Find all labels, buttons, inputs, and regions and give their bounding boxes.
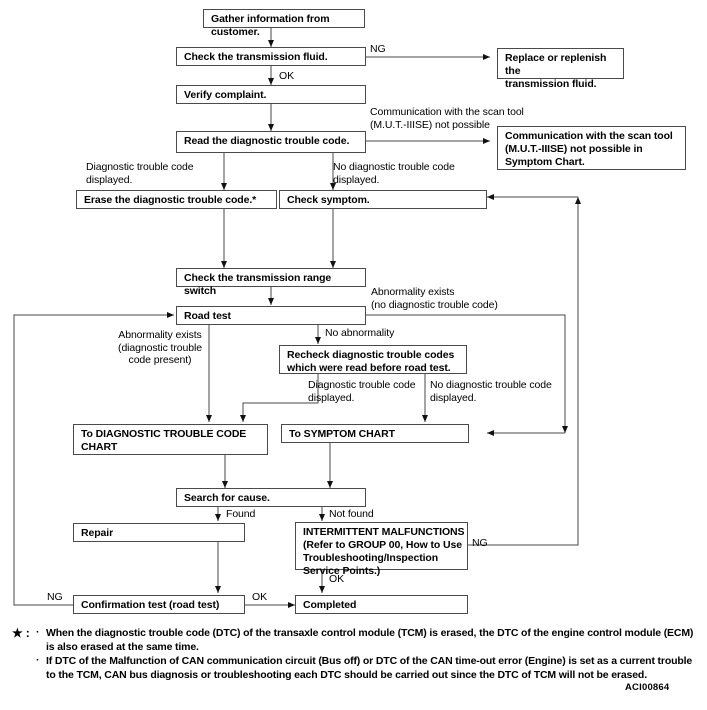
edge-label-ok-fluid: OK [279, 70, 294, 82]
node-communication-not-possible[interactable]: Communication with the scan tool (M.U.T.… [497, 126, 686, 170]
edge-label-abnormality-with-dtc: Abnormality exists (diagnostic trouble c… [118, 329, 202, 366]
node-check-transmission-range-switch[interactable]: Check the transmission range switch [176, 268, 366, 297]
node-read-diagnostic-trouble-code[interactable]: Read the diagnostic trouble code. [176, 131, 366, 153]
edge-label-ng-intermittent: NG [472, 537, 488, 549]
node-search-for-cause[interactable]: Search for cause. [176, 488, 366, 507]
edge-label-ok-intermittent: OK [329, 573, 344, 585]
node-verify-complaint[interactable]: Verify complaint. [176, 85, 366, 104]
node-intermittent-malfunctions[interactable]: INTERMITTENT MALFUNCTIONS (Refer to GROU… [295, 522, 468, 577]
edge-label-found: Found [226, 508, 256, 520]
footnote-item: · When the diagnostic trouble code (DTC)… [36, 626, 700, 654]
footnote-item-text: When the diagnostic trouble code (DTC) o… [46, 627, 694, 653]
node-recheck-diagnostic-trouble-codes[interactable]: Recheck diagnostic trouble codes which w… [279, 345, 467, 374]
footnote-bullet-icon: · [36, 626, 40, 638]
node-to-symptom-chart[interactable]: To SYMPTOM CHART [281, 424, 469, 443]
edge-label-ok-confirmation: OK [252, 591, 267, 603]
figure-id-label: ACI00864 [625, 682, 670, 693]
node-road-test[interactable]: Road test [176, 306, 366, 325]
edge-label-communication-scan-tool: Communication with the scan tool (M.U.T.… [370, 106, 524, 131]
footnote-block: ★ : · When the diagnostic trouble code (… [12, 626, 700, 682]
edge-label-no-dtc-displayed-recheck: No diagnostic trouble code displayed. [430, 379, 552, 404]
edge-label-no-abnormality: No abnormality [325, 327, 395, 339]
node-replace-transmission-fluid[interactable]: Replace or replenish the transmission fl… [497, 48, 624, 90]
node-repair[interactable]: Repair [73, 523, 245, 542]
edge-label-no-dtc-displayed: No diagnostic trouble code displayed. [333, 161, 455, 186]
footnote-item: · If DTC of the Malfunction of CAN commu… [36, 654, 700, 682]
node-confirmation-test[interactable]: Confirmation test (road test) [73, 595, 245, 614]
edge-label-ng-fluid: NG [370, 43, 386, 55]
edge-label-not-found: Not found [329, 508, 374, 520]
edge-label-dtc-displayed-recheck: Diagnostic trouble code displayed. [308, 379, 416, 404]
edge-label-ng-confirmation: NG [47, 591, 63, 603]
edge-label-abnormality-no-dtc: Abnormality exists (no diagnostic troubl… [371, 286, 498, 311]
node-check-transmission-fluid[interactable]: Check the transmission fluid. [176, 47, 366, 66]
node-check-symptom[interactable]: Check symptom. [279, 190, 487, 209]
node-gather-information[interactable]: Gather information from customer. [203, 9, 365, 38]
footnote-item-text: If DTC of the Malfunction of CAN communi… [46, 655, 693, 681]
node-erase-diagnostic-trouble-code[interactable]: Erase the diagnostic trouble code.* [76, 190, 277, 209]
footnote-bullet-icon: · [36, 654, 40, 666]
edge-label-dtc-displayed: Diagnostic trouble code displayed. [86, 161, 194, 186]
node-to-diagnostic-trouble-code-chart[interactable]: To DIAGNOSTIC TROUBLE CODE CHART [73, 424, 268, 455]
node-completed[interactable]: Completed [295, 595, 468, 614]
footnote-marker: ★ : [12, 626, 30, 640]
